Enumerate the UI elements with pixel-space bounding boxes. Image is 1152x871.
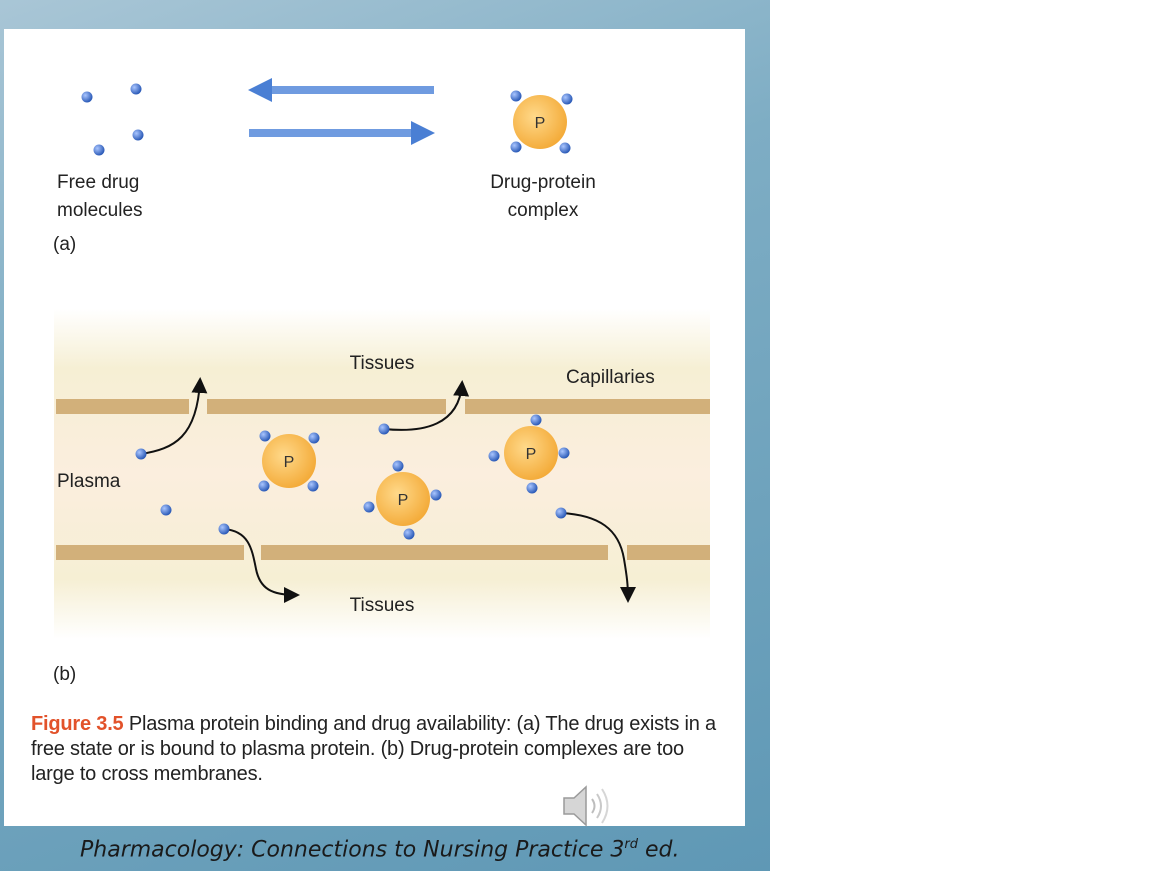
capillary-wall-bottom — [56, 545, 710, 560]
tissues-top-label: Tissues — [350, 353, 415, 374]
membrane-segment — [56, 399, 189, 414]
drug-binding-diagram: P Free drug molecules Drug-protein compl… — [53, 78, 710, 685]
tissues-bottom-label: Tissues — [350, 595, 415, 616]
protein-letter: P — [535, 115, 546, 132]
drug-protein-complex: P — [258, 430, 320, 492]
free-drug-label: molecules — [57, 200, 143, 221]
capillaries-label: Capillaries — [566, 367, 655, 388]
source-citation: Pharmacology: Connections to Nursing Pra… — [80, 837, 679, 862]
panel-label-b: (b) — [53, 664, 76, 685]
protein-letter: P — [526, 446, 537, 463]
drug-molecule — [93, 144, 105, 156]
caption-text: Plasma protein binding and drug availabi… — [31, 713, 716, 785]
drug-molecule — [132, 129, 144, 141]
drug-molecule — [510, 90, 522, 102]
drug-molecule — [378, 423, 390, 435]
plasma-protein — [262, 434, 316, 488]
forward-arrow-head — [411, 121, 435, 145]
reverse-arrow-head — [248, 78, 272, 102]
drug-molecule — [559, 142, 571, 154]
drug-molecule — [259, 430, 271, 442]
membrane-segment — [627, 545, 710, 560]
forward-arrow-shaft — [249, 129, 417, 137]
figure-panel: P Free drug molecules Drug-protein compl… — [4, 29, 745, 826]
drug-molecule — [258, 480, 270, 492]
drug-molecule — [430, 489, 442, 501]
capillary-wall-top — [56, 399, 710, 414]
drug-protein-complex: P — [363, 460, 442, 540]
slide-background: P Free drug molecules Drug-protein compl… — [0, 0, 770, 871]
drug-molecule — [218, 523, 230, 535]
drug-molecule — [135, 448, 147, 460]
diffusion-arrow — [140, 377, 208, 455]
plasma-label: Plasma — [57, 471, 121, 492]
drug-molecule — [308, 432, 320, 444]
membrane-segment — [56, 545, 244, 560]
protein-letter: P — [398, 492, 409, 509]
drug-molecule — [403, 528, 415, 540]
drug-molecule — [488, 450, 500, 462]
drug-molecule — [510, 141, 522, 153]
drug-molecule — [558, 447, 570, 459]
drug-molecule — [526, 482, 538, 494]
drug-molecule — [81, 91, 93, 103]
diffusion-arrow — [223, 528, 300, 603]
free-drug-molecules — [81, 83, 144, 156]
complex-label: Drug-protein — [490, 172, 596, 193]
diffusion-arrow — [383, 380, 470, 431]
drug-molecule — [130, 83, 142, 95]
equilibrium-arrows — [248, 78, 435, 145]
complex-label: complex — [508, 200, 579, 221]
source-superscript: rd — [624, 837, 638, 852]
plasma-protein — [504, 426, 558, 480]
protein-letter: P — [284, 454, 295, 471]
speaker-icon[interactable] — [560, 782, 618, 830]
source-suffix: ed. — [637, 837, 680, 863]
drug-protein-complex: P — [488, 414, 570, 494]
panel-label-a: (a) — [53, 234, 76, 255]
figure-caption: Figure 3.5 Plasma protein binding and dr… — [31, 712, 731, 787]
reverse-arrow-shaft — [266, 86, 434, 94]
capillary-background — [54, 309, 710, 639]
plasma-protein — [513, 95, 567, 149]
source-text: Pharmacology: Connections to Nursing Pra… — [80, 837, 625, 863]
drug-molecule — [363, 501, 375, 513]
membrane-segment — [261, 545, 608, 560]
drug-molecule — [555, 507, 567, 519]
drug-protein-complex: P — [510, 90, 573, 154]
drug-molecule — [561, 93, 573, 105]
figure-number: Figure 3.5 — [31, 713, 124, 735]
plasma-protein — [376, 472, 430, 526]
drug-molecule — [160, 504, 172, 516]
drug-molecule — [307, 480, 319, 492]
drug-molecule — [392, 460, 404, 472]
membrane-segment — [465, 399, 710, 414]
free-drug-label: Free drug — [57, 172, 139, 193]
diffusion-arrow — [560, 512, 636, 603]
drug-molecule — [530, 414, 542, 426]
membrane-segment — [207, 399, 446, 414]
